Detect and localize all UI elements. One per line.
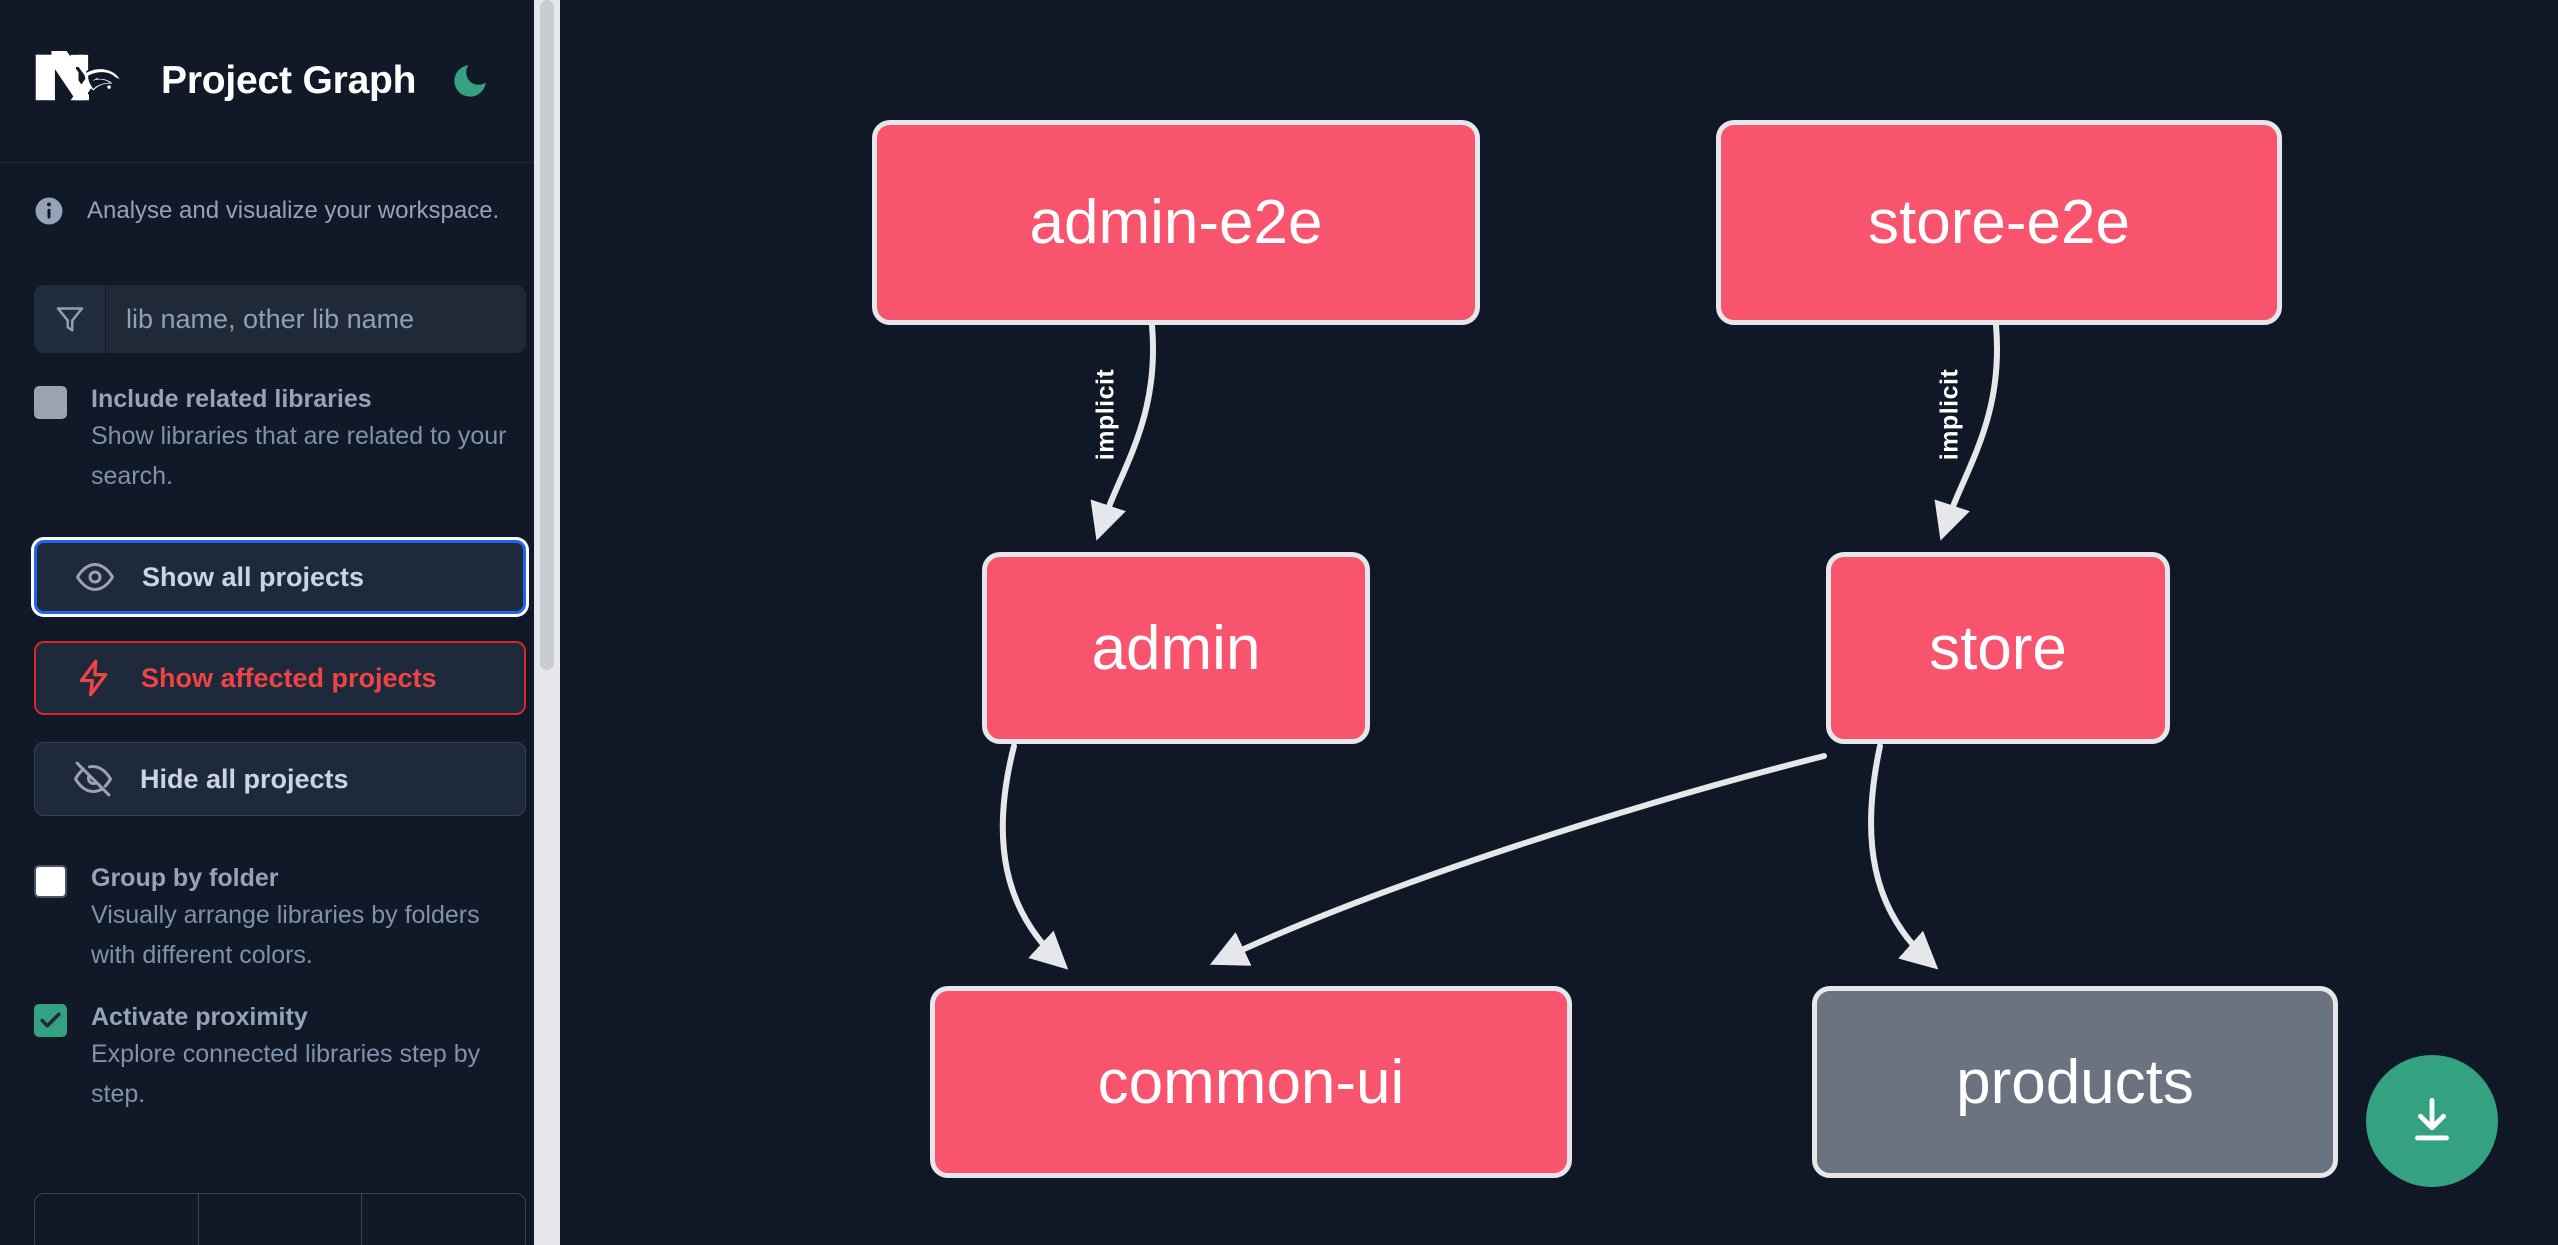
option-include-related-libraries: Include related libraries Show libraries… bbox=[34, 383, 526, 496]
moon-icon-svg bbox=[454, 65, 487, 97]
sidebar-header: Project Graph bbox=[0, 0, 560, 163]
download-button[interactable] bbox=[2366, 1055, 2498, 1187]
hide-all-projects-button[interactable]: Hide all projects bbox=[34, 742, 526, 816]
graph-canvas[interactable]: implicit implicit admin-e2e store-e2e ad… bbox=[560, 0, 2558, 1245]
eye-icon bbox=[76, 563, 114, 591]
show-affected-projects-button[interactable]: Show affected projects bbox=[34, 641, 526, 715]
funnel-icon bbox=[34, 285, 106, 353]
hide-all-projects-label: Hide all projects bbox=[140, 763, 349, 794]
graph-node-store-label: store bbox=[1929, 613, 2067, 683]
filter-row bbox=[34, 285, 526, 353]
graph-node-store-e2e[interactable]: store-e2e bbox=[1716, 120, 2282, 325]
edge-store-e2e-to-store bbox=[1934, 322, 2000, 541]
edge-admin-e2e-to-admin bbox=[1090, 322, 1156, 541]
sidebar-tagline-text: Analyse and visualize your workspace. bbox=[87, 197, 500, 224]
sidebar: Project Graph Analyse and visualize your… bbox=[0, 0, 560, 1245]
graph-edges bbox=[999, 322, 2000, 970]
show-all-projects-label: Show all projects bbox=[142, 561, 365, 592]
lightning-bolt-icon bbox=[79, 659, 108, 697]
activate-proximity-label: Activate proximity bbox=[91, 1003, 308, 1031]
moon-icon[interactable] bbox=[447, 58, 493, 104]
eye-off-icon bbox=[74, 761, 112, 797]
graph-node-store[interactable]: store bbox=[1826, 552, 2170, 744]
graph-node-admin-e2e-label: admin-e2e bbox=[1029, 188, 1323, 257]
segment-2[interactable] bbox=[199, 1194, 363, 1245]
edge-admin-to-common-ui bbox=[999, 743, 1069, 970]
activate-proximity-checkbox[interactable] bbox=[34, 1004, 67, 1037]
sidebar-tagline: Analyse and visualize your workspace. bbox=[0, 163, 560, 259]
sidebar-scroll-container[interactable]: Project Graph Analyse and visualize your… bbox=[0, 0, 560, 1245]
nx-logo bbox=[35, 51, 120, 101]
graph-node-common-ui[interactable]: common-ui bbox=[930, 986, 1572, 1178]
graph-node-admin-label: admin bbox=[1091, 613, 1261, 683]
page-title: Project Graph bbox=[161, 59, 417, 102]
edge-label-implicit-store: implicit bbox=[1935, 368, 1964, 461]
show-affected-projects-label: Show affected projects bbox=[141, 662, 437, 693]
download-icon bbox=[2415, 1098, 2449, 1141]
funnel-icon-svg bbox=[56, 307, 83, 332]
group-by-folder-label: Group by folder bbox=[91, 864, 279, 892]
include-related-libraries-description: Show libraries that are related to your … bbox=[91, 422, 507, 490]
graph-node-admin[interactable]: admin bbox=[982, 552, 1370, 744]
graph-node-products-label: products bbox=[1956, 1047, 2194, 1117]
edge-store-to-products bbox=[1868, 743, 1939, 970]
graph-node-admin-e2e[interactable]: admin-e2e bbox=[872, 120, 1480, 325]
sidebar-bottom-segmented-control[interactable] bbox=[34, 1193, 526, 1245]
edge-label-implicit-admin: implicit bbox=[1091, 368, 1120, 461]
activate-proximity-description: Explore connected libraries step by step… bbox=[91, 1040, 481, 1108]
info-icon bbox=[35, 197, 63, 225]
check-icon bbox=[40, 1012, 61, 1028]
option-activate-proximity: Activate proximity Explore connected lib… bbox=[34, 1001, 526, 1114]
include-related-libraries-checkbox[interactable] bbox=[34, 386, 67, 419]
group-by-folder-checkbox[interactable] bbox=[34, 865, 67, 898]
segment-1[interactable] bbox=[35, 1194, 199, 1245]
group-by-folder-description: Visually arrange libraries by folders wi… bbox=[91, 901, 480, 969]
sidebar-scrollbar-thumb[interactable] bbox=[540, 0, 554, 670]
option-group-by-folder: Group by folder Visually arrange librari… bbox=[34, 862, 526, 975]
graph-node-store-e2e-label: store-e2e bbox=[1868, 188, 2130, 257]
graph-node-common-ui-label: common-ui bbox=[1097, 1047, 1405, 1117]
edge-store-to-common-ui bbox=[1209, 753, 1827, 966]
graph-node-products[interactable]: products bbox=[1812, 986, 2338, 1178]
segment-3[interactable] bbox=[362, 1194, 525, 1245]
search-input[interactable] bbox=[106, 285, 526, 353]
include-related-libraries-label: Include related libraries bbox=[91, 385, 372, 413]
show-all-projects-button[interactable]: Show all projects bbox=[34, 540, 526, 614]
